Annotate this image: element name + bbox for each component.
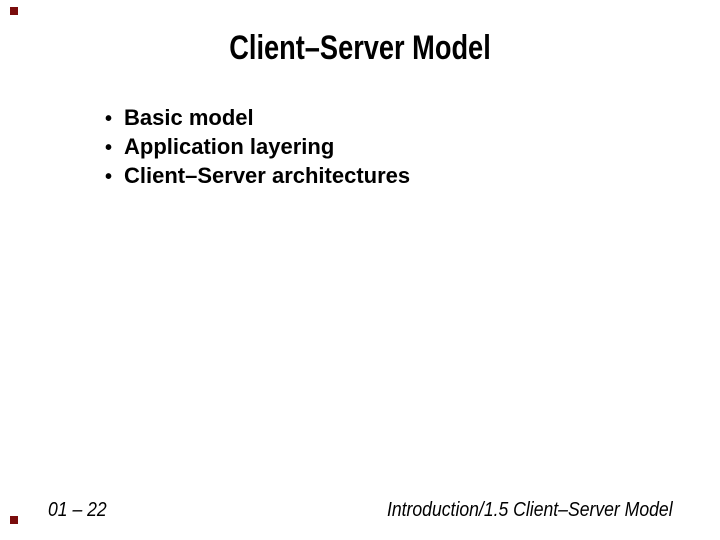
corner-marker-top-left: [10, 7, 18, 15]
slide-title: Client–Server Model: [229, 29, 491, 67]
bullet-marker: •: [105, 108, 113, 130]
footer-page-number: 01 – 22: [48, 499, 107, 521]
bullet-marker: •: [105, 166, 113, 188]
bullet-text: Application layering: [124, 134, 335, 159]
footer-section-title: Introduction/1.5 Client–Server Model: [387, 499, 673, 521]
bullet-marker: •: [105, 137, 113, 159]
bullet-text: Client–Server architectures: [124, 163, 411, 188]
bullet-item: • Basic model: [105, 104, 410, 133]
bullet-text: Basic model: [124, 105, 254, 130]
bullet-list: • Basic model • Application layering • Clie…: [105, 104, 410, 191]
bullet-item: • Client–Server architectures: [105, 162, 410, 191]
bullet-item: • Application layering: [105, 133, 410, 162]
corner-marker-bottom-left: [10, 516, 18, 524]
